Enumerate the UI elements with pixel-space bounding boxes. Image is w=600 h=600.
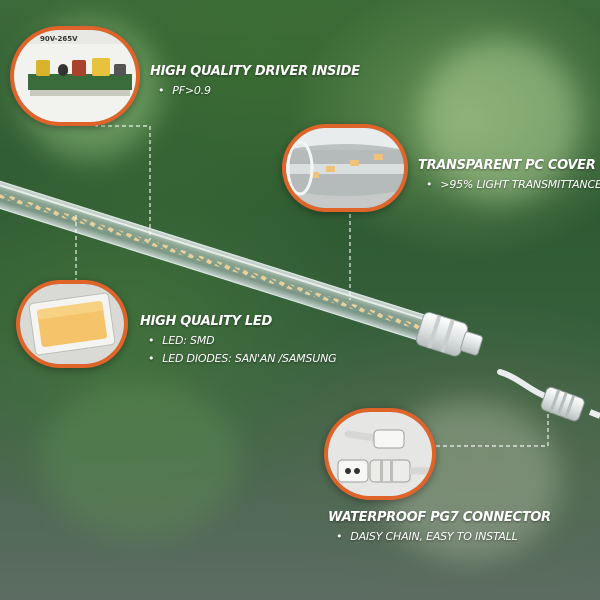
led-title: HIGH QUALITY LED (140, 314, 272, 329)
connector-bullet: DAISY CHAIN, EASY TO INSTALL (328, 530, 551, 543)
connector-callout: WATERPROOF PG7 CONNECTOR DAISY CHAIN, EA… (328, 510, 551, 543)
led-callout: HIGH QUALITY LED LED: SMD LED DIODES: SA… (140, 314, 337, 365)
cover-callout: TRANSPARENT PC COVER >95% LIGHT TRANSMIT… (418, 158, 600, 191)
driver-title: HIGH QUALITY DRIVER INSIDE (150, 64, 360, 79)
cover-detail-image (282, 124, 408, 212)
cover-title: TRANSPARENT PC COVER (418, 158, 596, 173)
voltage-label: 90V-265V (40, 35, 78, 43)
bokeh-light (420, 40, 580, 200)
leader-line-connector (436, 412, 549, 447)
driver-bullet: PF>0.9 (150, 84, 360, 97)
driver-detail-image: 90V-265V (10, 26, 140, 126)
inline-connector (540, 386, 585, 422)
driver-callout: HIGH QUALITY DRIVER INSIDE PF>0.9 (150, 64, 360, 97)
led-bullet-diodes: LED DIODES: SAN'AN /SAMSUNG (140, 352, 336, 365)
led-tube (0, 179, 483, 357)
led-detail-image (16, 280, 128, 368)
connector-detail-image (324, 408, 436, 500)
led-bullet-type: LED: SMD (140, 334, 336, 347)
connector-title: WATERPROOF PG7 CONNECTOR (328, 510, 551, 525)
cover-bullet: >95% LIGHT TRANSMITTANCE (418, 178, 600, 191)
bokeh-light (40, 380, 240, 540)
